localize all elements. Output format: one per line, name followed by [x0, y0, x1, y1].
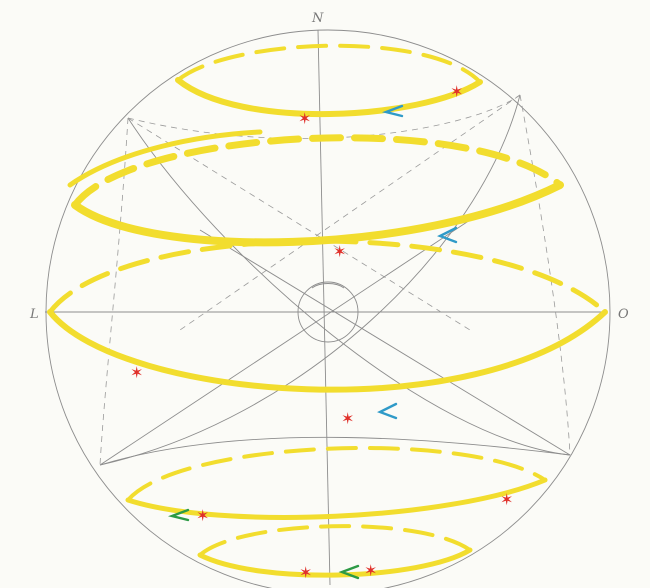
sun-path-equator-back — [50, 241, 605, 312]
red-star-icon: ✶ — [500, 490, 513, 509]
label-north: N — [311, 11, 324, 26]
diagonal-dash-1 — [128, 118, 470, 330]
red-star-icon: ✶ — [130, 363, 143, 382]
red-star-icon: ✶ — [196, 506, 209, 525]
red-star-icon: ✶ — [450, 82, 463, 101]
label-left: L — [29, 307, 39, 322]
red-star-icon: ✶ — [333, 242, 346, 261]
diagonal-line-3 — [100, 220, 470, 465]
diagonal-dash-2 — [180, 95, 520, 330]
red-star-icon: ✶ — [364, 561, 377, 580]
red-star-icon: ✶ — [341, 409, 354, 428]
sun-path-4-back — [128, 448, 545, 500]
sun-path-2-front — [75, 185, 560, 242]
sun-path-4-front — [128, 480, 545, 517]
sun-path-5-front — [200, 550, 470, 575]
great-circle-2 — [100, 95, 520, 465]
label-right: O — [618, 307, 629, 322]
arrow-left-icon — [380, 404, 396, 418]
great-circle-1 — [128, 118, 570, 455]
red-star-icon: ✶ — [298, 109, 311, 128]
sun-path-1-front — [178, 80, 480, 114]
red-star-icon: ✶ — [299, 563, 312, 582]
sun-path-5-back — [200, 526, 470, 555]
